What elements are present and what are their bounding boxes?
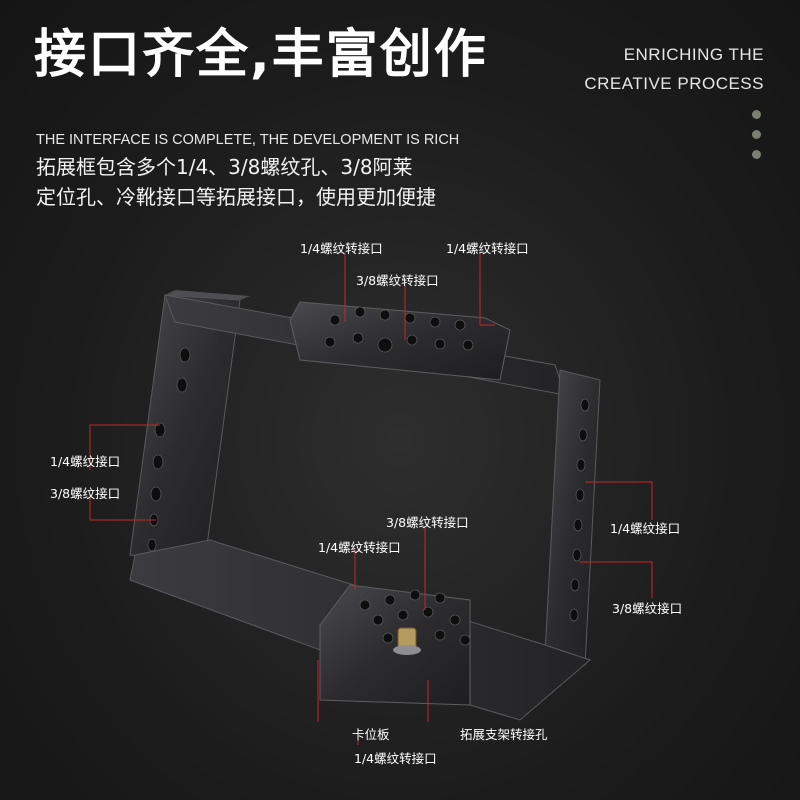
page-title: 接口齐全,丰富创作 bbox=[34, 25, 488, 85]
description: 拓展框包含多个1/4、3/8螺纹孔、3/8阿莱 定位孔、冷靴接口等拓展接口，使用… bbox=[36, 152, 556, 212]
english-subtitle: THE INTERFACE IS COMPLETE, THE DEVELOPME… bbox=[36, 132, 460, 148]
label-left-38: 3/8螺纹接口 bbox=[50, 486, 121, 501]
bottom-plate-holes bbox=[359, 589, 471, 646]
cage-right-rail bbox=[544, 369, 601, 666]
cage-bottom-bar bbox=[129, 539, 591, 721]
label-lock-plate: 卡位板 bbox=[352, 727, 390, 742]
label-top-38-adapter: 3/8螺纹转接口 bbox=[356, 273, 439, 288]
right-rail-holes bbox=[569, 398, 590, 622]
label-bottom-38-adapter: 3/8螺纹转接口 bbox=[386, 515, 469, 530]
label-left-14: 1/4螺纹接口 bbox=[50, 454, 121, 469]
mounting-screw bbox=[393, 627, 421, 655]
description-line1: 拓展框包含多个1/4、3/8螺纹孔、3/8阿莱 bbox=[36, 155, 413, 179]
label-bottom-14-adapter: 1/4螺纹转接口 bbox=[318, 540, 401, 555]
label-bottom-14-adapter-2: 1/4螺纹转接口 bbox=[354, 751, 437, 766]
english-title: ENRICHING THE CREATIVE PROCESS bbox=[584, 40, 764, 98]
left-rail-holes bbox=[147, 347, 191, 552]
label-top-right-adapter: 1/4螺纹转接口 bbox=[446, 241, 529, 256]
label-top-left-adapter: 1/4螺纹转接口 bbox=[300, 241, 383, 256]
label-bracket-adapter-hole: 拓展支架转接孔 bbox=[460, 727, 548, 742]
english-title-line1: ENRICHING THE bbox=[623, 45, 764, 64]
decorative-dots bbox=[752, 110, 766, 170]
callout-lines bbox=[89, 253, 653, 745]
label-right-38: 3/8螺纹接口 bbox=[612, 601, 683, 616]
english-title-line2: CREATIVE PROCESS bbox=[584, 74, 764, 93]
label-right-14: 1/4螺纹接口 bbox=[610, 521, 681, 536]
description-line2: 定位孔、冷靴接口等拓展接口，使用更加便捷 bbox=[36, 185, 436, 209]
